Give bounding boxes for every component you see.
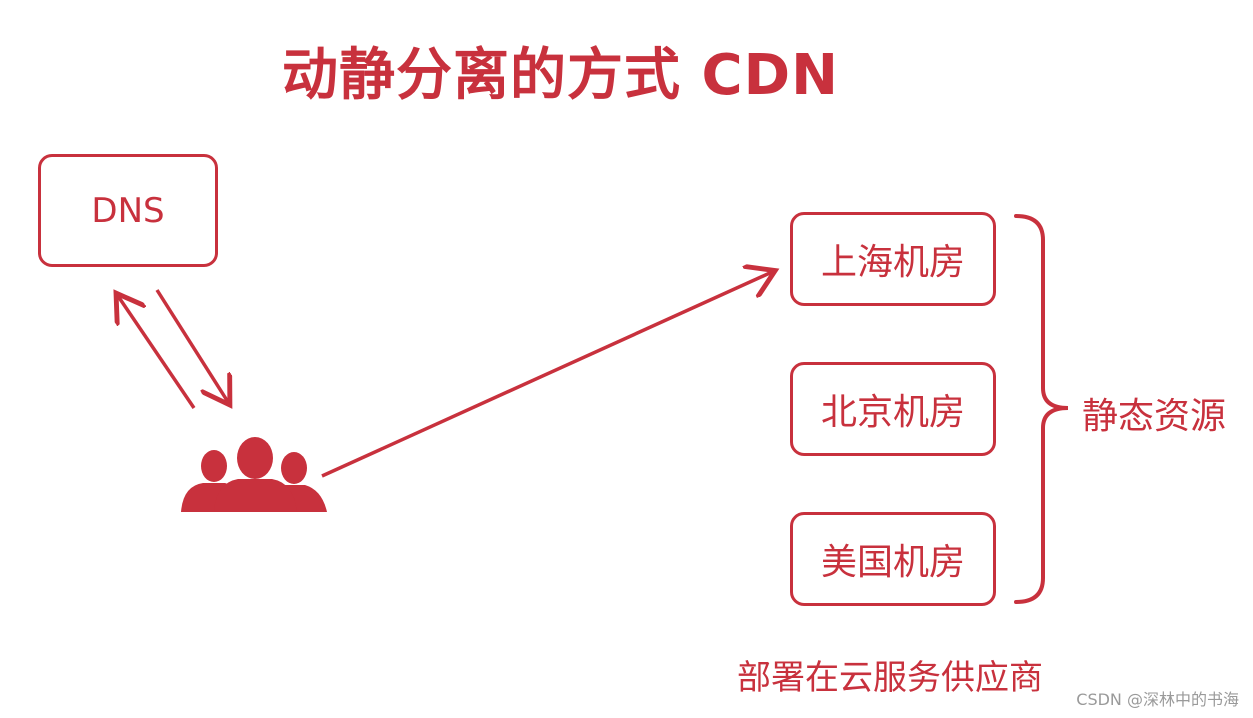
deploy-label: 部署在云服务供应商: [737, 658, 1043, 698]
datacenter-label: 上海机房: [820, 242, 965, 283]
dns-label: DNS: [91, 190, 165, 231]
arrow-users-to-datacenter: [321, 272, 772, 478]
datacenter-usa: 美国机房: [790, 512, 996, 606]
datacenter-label: 北京机房: [820, 392, 965, 433]
static-resources-label: 静态资源: [1082, 396, 1227, 437]
arrow-dns-to-users: [155, 289, 228, 402]
right-brace: [1014, 214, 1069, 604]
watermark: CSDN @深林中的书海: [1076, 690, 1239, 709]
datacenter-shanghai: 上海机房: [790, 212, 996, 306]
arrow-users-to-dns: [118, 296, 196, 409]
page-title: 动静分离的方式 CDN: [282, 43, 839, 108]
dns-box: DNS: [38, 154, 218, 267]
datacenter-label: 美国机房: [820, 542, 965, 583]
datacenter-beijing: 北京机房: [790, 362, 996, 456]
users-group-icon: [181, 437, 327, 512]
